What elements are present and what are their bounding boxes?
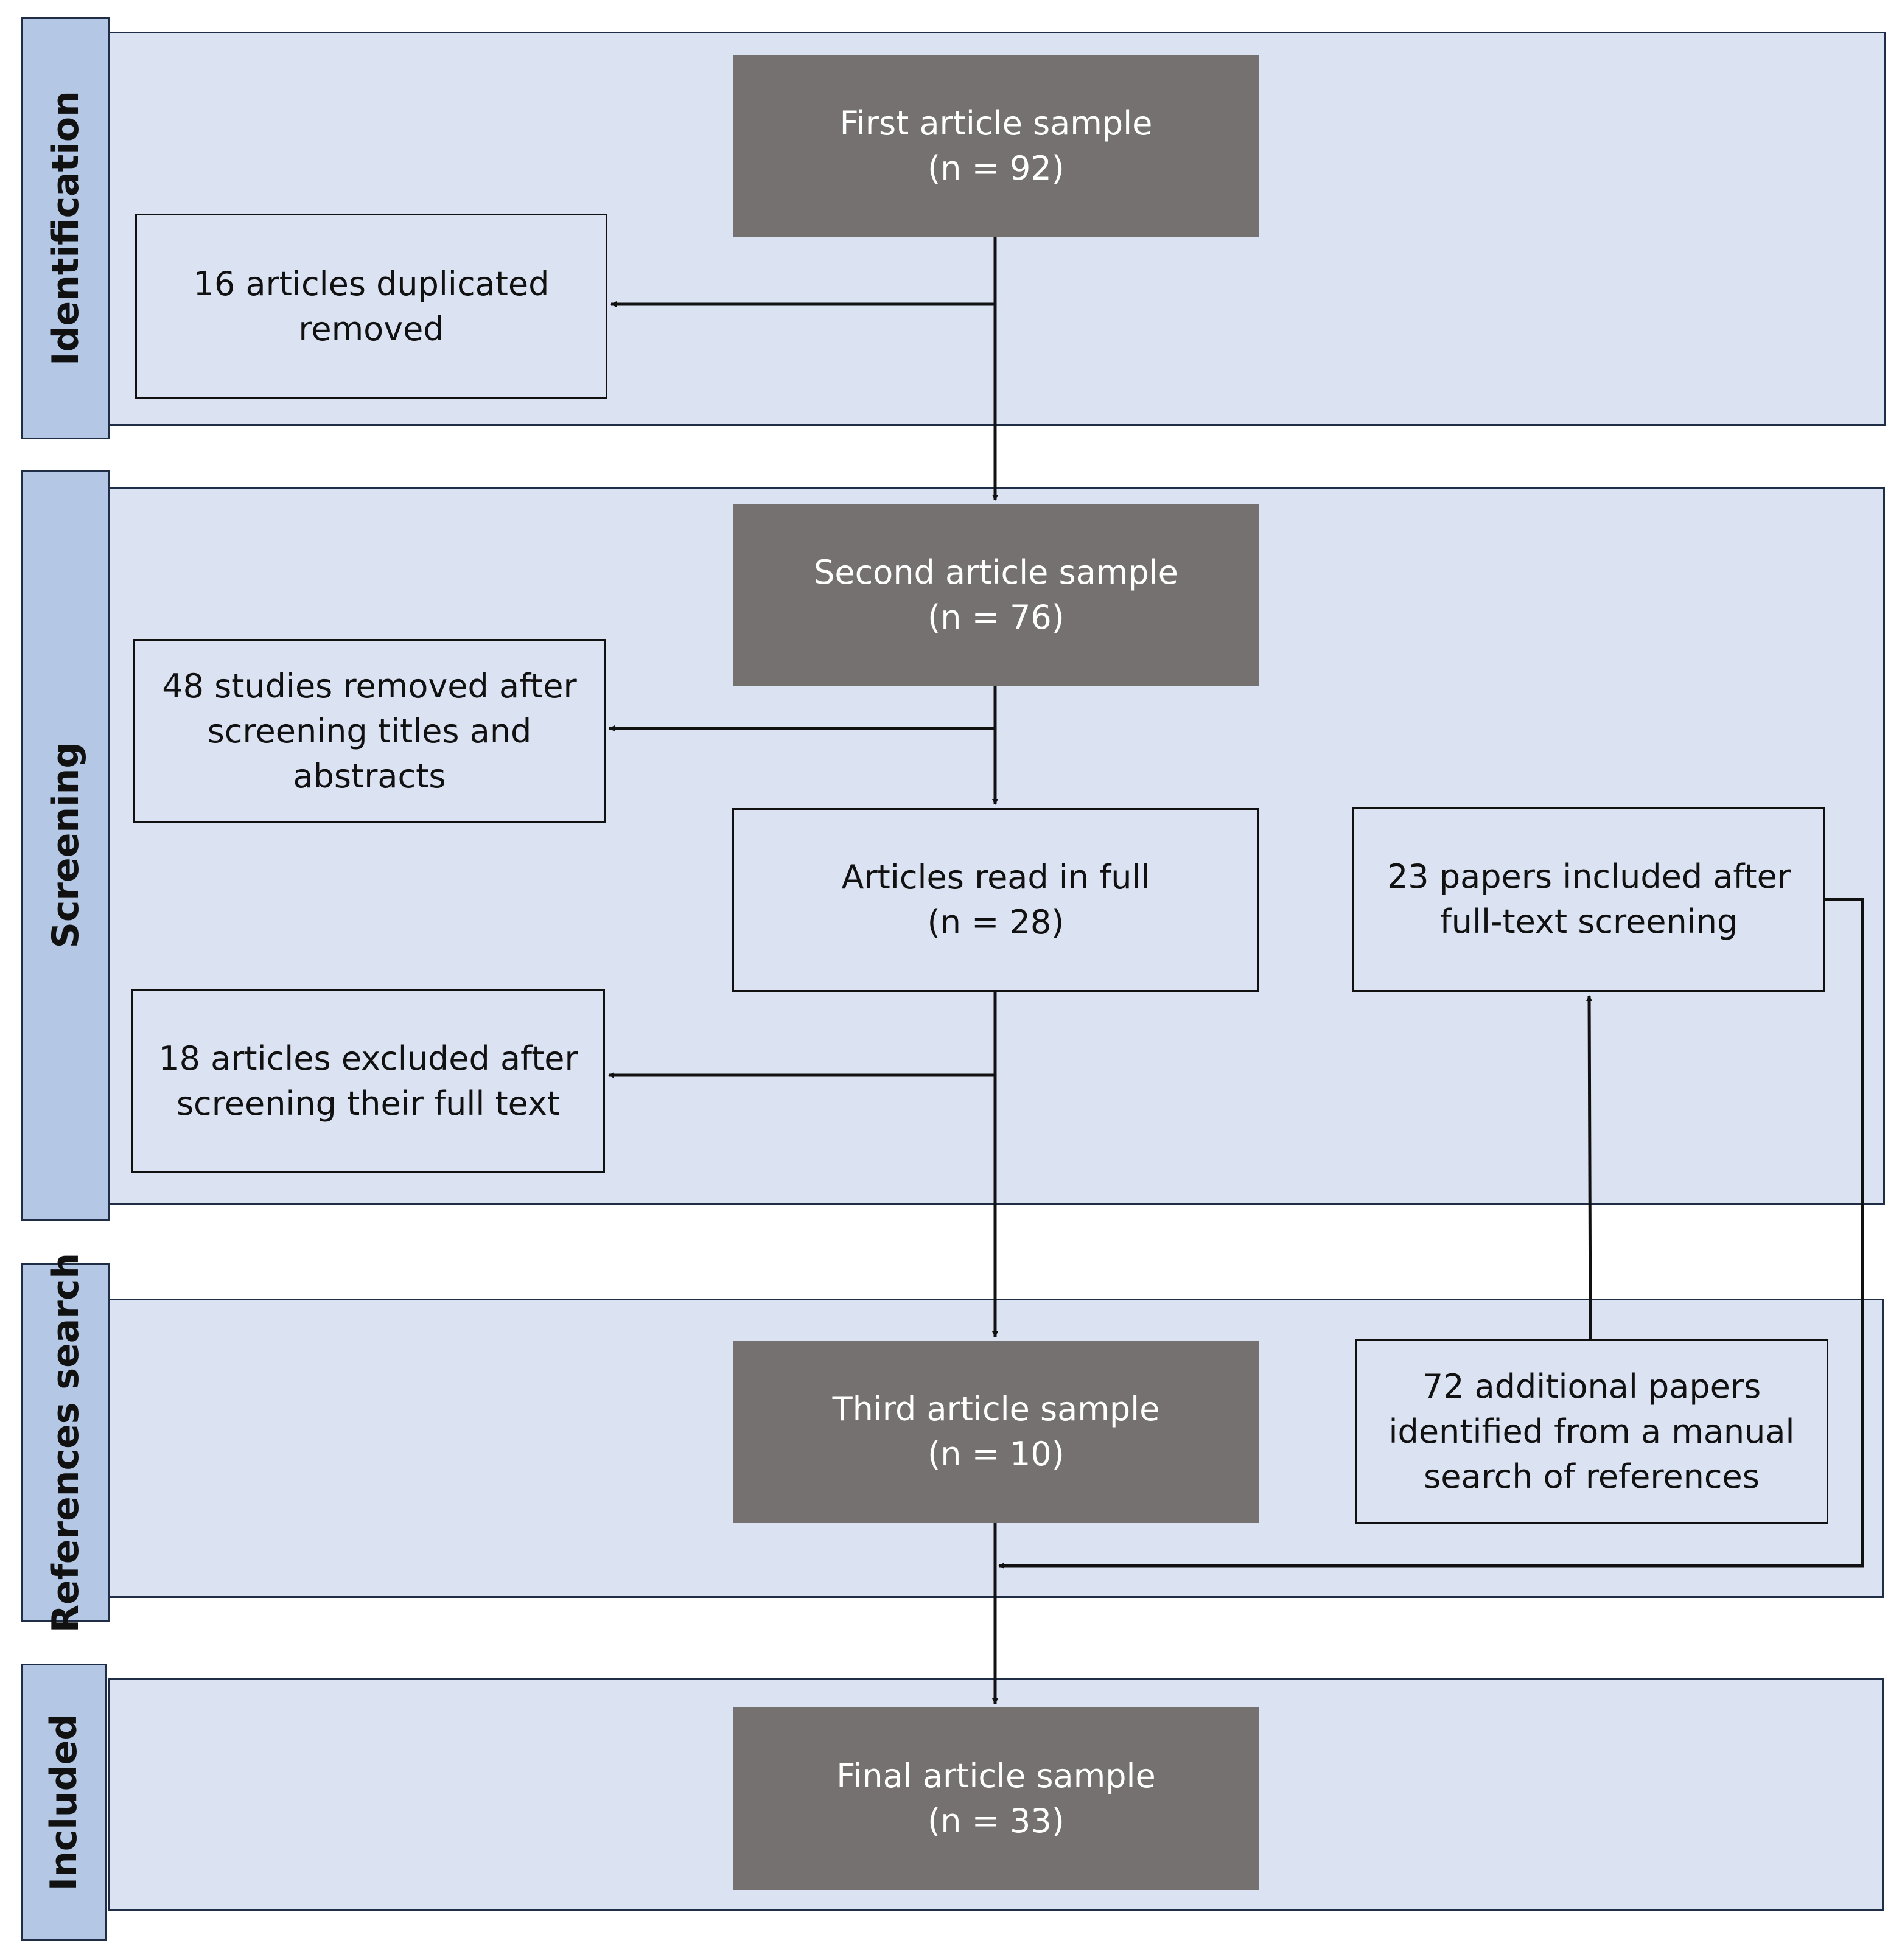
box-text: removed — [298, 309, 444, 348]
box-text: 72 additional papers — [1422, 1367, 1761, 1406]
screening-tab: Screening — [21, 470, 110, 1221]
box-text: 23 papers included after — [1386, 857, 1791, 896]
duplicates-removed-box: 16 articles duplicated removed — [135, 214, 607, 399]
box-text: abstracts — [293, 756, 446, 795]
box-text: Second article sample — [814, 553, 1178, 591]
box-text: 16 articles duplicated — [193, 264, 550, 303]
papers-included-box: 23 papers included after full-text scree… — [1352, 807, 1825, 992]
identification-tab: Identification — [21, 17, 110, 439]
box-text: Third article sample — [832, 1390, 1160, 1428]
box-text: 48 studies removed after — [162, 666, 577, 705]
box-text: search of references — [1424, 1457, 1760, 1496]
box-count: (n = 76) — [928, 598, 1065, 636]
box-text: 18 articles excluded after — [158, 1039, 578, 1078]
third-article-sample-box: Third article sample (n = 10) — [733, 1341, 1259, 1523]
second-article-sample-box: Second article sample (n = 76) — [733, 504, 1259, 686]
box-text: First article sample — [839, 104, 1153, 142]
included-tab: Included — [21, 1664, 107, 1941]
box-text: identified from a manual — [1388, 1412, 1795, 1451]
articles-read-in-full-box: Articles read in full (n = 28) — [732, 808, 1259, 992]
box-text: Final article sample — [836, 1757, 1156, 1795]
included-label: Included — [43, 1714, 85, 1891]
box-count: (n = 92) — [928, 149, 1065, 187]
final-article-sample-box: Final article sample (n = 33) — [733, 1707, 1259, 1890]
first-article-sample-box: First article sample (n = 92) — [733, 55, 1259, 237]
excluded-full-text-box: 18 articles excluded after screening the… — [131, 989, 605, 1173]
box-count: (n = 28) — [927, 903, 1065, 941]
removed-after-titles-box: 48 studies removed after screening title… — [133, 639, 606, 823]
box-text: full-text screening — [1439, 902, 1738, 941]
box-text: Articles read in full — [841, 858, 1150, 896]
references-search-label: References search — [44, 1252, 87, 1633]
box-text: screening their full text — [176, 1084, 561, 1123]
box-count: (n = 10) — [928, 1435, 1065, 1473]
additional-papers-box: 72 additional papers identified from a m… — [1355, 1339, 1828, 1524]
box-count: (n = 33) — [928, 1802, 1065, 1840]
box-text: screening titles and — [207, 711, 532, 750]
identification-label: Identification — [44, 91, 87, 366]
references-search-tab: References search — [21, 1253, 110, 1633]
screening-label: Screening — [44, 742, 87, 949]
